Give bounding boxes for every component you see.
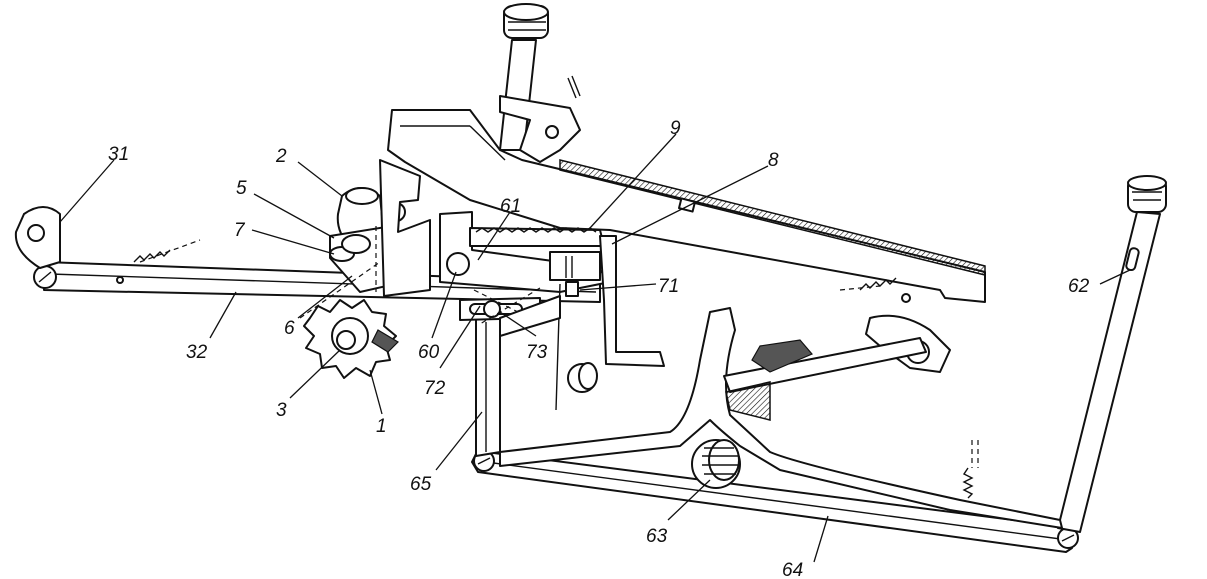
right-lever-assembly bbox=[723, 277, 979, 499]
label-65: 65 bbox=[410, 474, 432, 495]
reference-labels: 31 2 5 7 6 32 3 1 61 60 72 73 71 9 8 65 … bbox=[108, 118, 1090, 579]
middle-arm-assembly bbox=[379, 159, 611, 325]
right-arm-62 bbox=[1057, 175, 1167, 533]
label-31: 31 bbox=[108, 144, 129, 165]
lower-bracket bbox=[499, 295, 561, 337]
shaft-3 bbox=[336, 330, 356, 350]
carriage-plate bbox=[387, 109, 986, 303]
label-3: 3 bbox=[276, 400, 287, 421]
knob-63 bbox=[691, 439, 741, 489]
end-piece-31 bbox=[14, 206, 201, 269]
pivot-60 bbox=[446, 252, 470, 276]
label-63: 63 bbox=[646, 526, 668, 547]
label-2: 2 bbox=[275, 146, 287, 167]
label-64: 64 bbox=[782, 560, 803, 579]
top-knob-post bbox=[499, 3, 581, 163]
label-8: 8 bbox=[768, 150, 779, 171]
label-73: 73 bbox=[526, 342, 548, 363]
label-62: 62 bbox=[1068, 276, 1090, 297]
label-7: 7 bbox=[234, 220, 246, 241]
label-9: 9 bbox=[670, 118, 681, 139]
label-71: 71 bbox=[658, 276, 679, 297]
label-61: 61 bbox=[500, 196, 521, 217]
pin-73 bbox=[483, 300, 501, 318]
leader-lines bbox=[59, 133, 1131, 563]
label-5: 5 bbox=[236, 178, 247, 199]
label-72: 72 bbox=[424, 378, 446, 399]
ratchet-wheel-1 bbox=[303, 299, 399, 379]
frame-65 bbox=[475, 307, 1063, 529]
label-1: 1 bbox=[376, 416, 387, 437]
label-60: 60 bbox=[418, 342, 440, 363]
label-32: 32 bbox=[186, 342, 208, 363]
label-6: 6 bbox=[284, 318, 295, 339]
